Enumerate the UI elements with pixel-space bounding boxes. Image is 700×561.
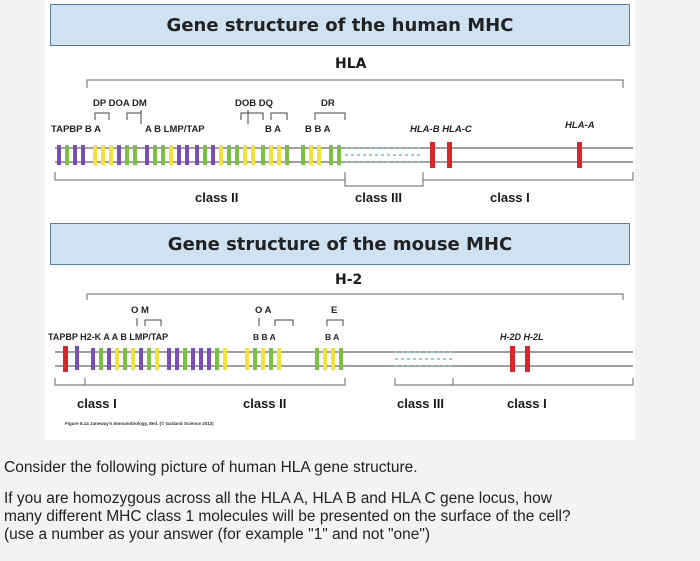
dob-dq-label: DOB DQ (235, 98, 273, 109)
mouse-class-brackets (54, 378, 634, 386)
mouse-mhc-title: Gene structure of the mouse MHC (167, 233, 513, 255)
question-line-2: If you are homozygous across all the HLA… (4, 490, 552, 507)
human-chromosome (55, 147, 633, 163)
mouse-class-i-right-label: class I (507, 396, 547, 411)
human-mhc-title: Gene structure of the human MHC (166, 14, 514, 36)
hla-b-c-label: HLA-B HLA-C (410, 124, 472, 135)
ab-lmp-tap-label: A B LMP/TAP (145, 124, 205, 135)
mouse-tapbp-label: TAPBP H2-K A A B LMP/TAP (48, 332, 169, 342)
question-line-4: (use a number as your answer (for exampl… (4, 526, 431, 543)
question-line-3: many different MHC class 1 molecules wil… (4, 508, 571, 525)
human-mhc-header: Gene structure of the human MHC (50, 4, 630, 46)
gene-map-graphics (54, 79, 634, 386)
mouse-class-ii-genes (91, 348, 343, 370)
dp-doa-dm-label: DP DOA DM (93, 98, 147, 109)
human-class-ii-label: class II (195, 190, 239, 205)
mouse-oa-label: O A (255, 305, 272, 316)
mouse-chromosome (55, 351, 633, 367)
mouse-class-ii-label: class II (243, 396, 287, 411)
human-locus-bracket (86, 79, 624, 88)
mouse-mhc-header: Gene structure of the mouse MHC (50, 223, 630, 265)
human-sub-brackets (94, 110, 346, 124)
mouse-locus-bracket (86, 293, 624, 300)
mouse-class-iii-label: class III (397, 396, 444, 411)
h2d-h2l-label: H-2D H-2L (500, 332, 544, 342)
mouse-ba-label: B A (325, 332, 340, 342)
mouse-class-i-right-genes (510, 346, 530, 372)
human-class-brackets (54, 172, 634, 187)
human-class-i-label: class I (490, 190, 530, 205)
human-class-iii-region (345, 147, 423, 163)
dr-label: DR (321, 98, 335, 109)
mouse-bba-label: B B A (253, 332, 276, 342)
human-class-i-genes (430, 142, 582, 168)
h2-locus-label: H-2 (335, 272, 363, 288)
question-line-1: Consider the following picture of human … (4, 459, 418, 476)
dq-ba-label: B A (265, 124, 282, 135)
human-class-ii-genes (57, 145, 341, 165)
human-class-iii-label: class III (355, 190, 402, 205)
mhc-figure: Gene structure of the human MHC HLA DP D… (45, 0, 635, 440)
dr-bba-label: B B A (305, 124, 331, 135)
figure-caption: Figure 6.14 Janeway's Immunobiology, 8ed… (65, 421, 214, 426)
hla-a-label: HLA-A (565, 120, 595, 131)
hla-locus-label: HLA (335, 56, 367, 72)
mouse-class-i-left-genes (63, 346, 79, 372)
mouse-class-iii-region (395, 351, 453, 367)
mouse-class-i-left-label: class I (77, 396, 117, 411)
mouse-om-label: O M (131, 305, 149, 316)
tapbp-label: TAPBP B A (51, 124, 101, 135)
mouse-e-label: E (331, 305, 338, 316)
mouse-sub-brackets (136, 318, 344, 326)
